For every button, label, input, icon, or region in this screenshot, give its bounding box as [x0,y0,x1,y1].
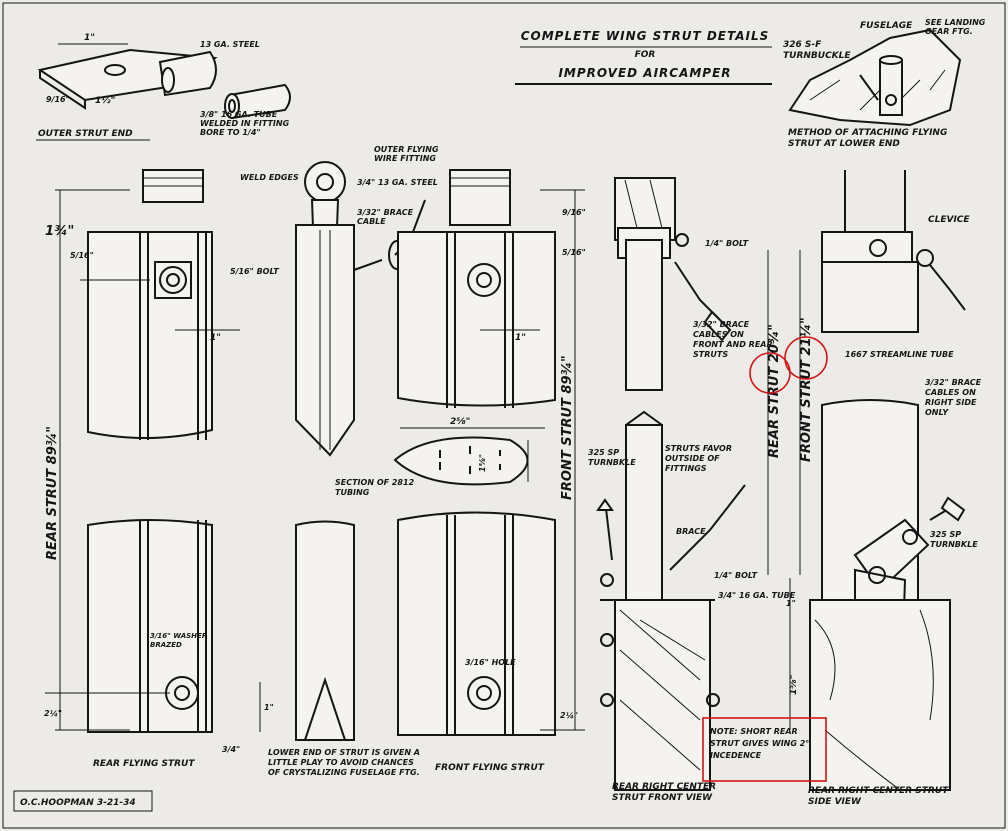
cf-bolt2: 1/4" BOLT [714,571,758,580]
sec-steel: 3/4" 13 GA. STEEL [357,178,438,187]
rs-dim-side: 1" [264,703,274,712]
cf-bolt: 1/4" BOLT [705,239,749,248]
oe-steel: 13 GA. STEEL [200,40,260,49]
rs-dim-5-16: 5/16" [70,251,94,260]
center-side-view: CLEVICE 1667 STREAMLINE TUBE 3/32" BRACE… [786,170,982,807]
outer-strut-end-detail: 1" 9/16" 1½" 13 GA. STEEL 3/8" 16 GA. TU… [36,33,291,141]
title-line2: FOR [635,50,656,60]
sec-weld-edges: WELD EDGES [240,173,299,182]
title-line3: IMPROVED AIRCAMPER [558,66,731,80]
fs-caption: FRONT FLYING STRUT [435,763,545,773]
sec-section-label: SECTION OF 2812 TUBING [335,478,415,497]
fs-dim-1in: 1" [515,333,526,343]
sec-lower-note: LOWER END OF STRUT IS GIVEN A LITTLE PLA… [268,748,420,777]
cf-tube: 3/4" 16 GA. TUBE [718,591,796,600]
cf-turnbuckle: 325 SP TURNBKLE [588,448,636,467]
le-fuselage: FUSELAGE [860,21,913,31]
cf-rear-len: REAR STRUT 20¾" [767,324,782,458]
cs-brace: 3/32" BRACE CABLES ON RIGHT SIDE ONLY [925,378,982,417]
highlight-circle-rear [749,352,791,394]
sec-brace-cable: 3/32" BRACE CABLE [357,208,414,226]
fs-dim-bottom: 2¼" [560,710,578,720]
rs-bolt: 5/16" BOLT [230,267,279,276]
sec-width: 2⅝" [450,417,470,427]
oe-dim-1in: 1" [84,33,95,43]
cf-favor: STRUTS FAVOR OUTSIDE OF FITTINGS [665,444,732,473]
cs-dim-a: 1" [786,599,796,608]
fs-dim-top: 9/16" [562,208,586,217]
cs-turnbuckle: 325 SP TURNBKLE [930,530,978,549]
cs-caption: REAR RIGHT CENTER STRUT SIDE VIEW [808,786,949,807]
rs-length: REAR STRUT 89¾" [45,426,60,560]
cf-front-len: FRONT STRUT 21¼" [799,317,814,462]
title-block: COMPLETE WING STRUT DETAILS FOR IMPROVED… [515,29,772,85]
signature-box: O.C.HOOPMAN 3-21-34 [13,790,153,812]
oe-dim-9-16: 9/16" [46,95,70,104]
oe-caption: OUTER STRUT END [38,129,133,139]
cf-caption: REAR RIGHT CENTER STRUT FRONT VIEW [612,782,717,803]
oe-tube-note: 3/8" 16 GA. TUBE WELDED IN FITTING BORE … [200,110,290,137]
fs-dim-mid: 5/16" [562,248,586,257]
fs-hole: 3/16" HOLE [465,658,516,667]
cs-streamline: 1667 STREAMLINE TUBE [845,350,954,359]
rs-dim-bottom: 2¼" [44,708,62,718]
fs-length: FRONT STRUT 89¾" [560,355,575,500]
note-text: NOTE: SHORT REAR STRUT GIVES WING 2° INC… [710,727,810,760]
oe-dim-1-half: 1½" [95,96,115,106]
cf-brace2: BRACE [676,527,706,536]
cs-dim-b: 1⅝" [789,675,799,695]
note-box: NOTE: SHORT REAR STRUT GIVES WING 2° INC… [702,717,827,782]
rear-strut-drawing: 1¾" 5/16" 5/16" BOLT 1" REAR STRUT 89¾" … [44,169,279,769]
signature-text: O.C.HOOPMAN 3-21-34 [20,798,136,808]
rs-dim-1in: 1" [210,333,221,343]
sec-outer-wire: OUTER FLYING WIRE FITTING [374,145,439,163]
front-strut-drawing: 9/16" 5/16" 1" FRONT STRUT 89¾" 3/16" HO… [397,169,586,773]
lower-end-detail: FUSELAGE SEE LANDING GEAR FTG. 326 S-F T… [783,18,986,149]
highlight-circle-front [784,336,828,380]
rs-dim-top: 1¾" [45,224,74,239]
le-caption: METHOD OF ATTACHING FLYING STRUT AT LOWE… [788,128,948,149]
rs-washer: 3/16" WASHER BRAZED [150,632,208,649]
sec-height: 1⅝" [478,454,487,472]
note-highlight-box [702,717,827,782]
center-front-view: 1/4" BOLT 3/32" BRACE CABLES ON FRONT AN… [588,177,814,803]
cf-brace: 3/32" BRACE CABLES ON FRONT AND REAR STR… [693,320,773,359]
cs-clevice: CLEVICE [928,215,970,225]
rs-caption: REAR FLYING STRUT [93,759,195,769]
strut-section-detail: WELD EDGES OUTER FLYING WIRE FITTING 3/4… [240,145,545,777]
rs-dim-small: 3/4" [222,745,240,754]
title-line1: COMPLETE WING STRUT DETAILS [521,29,770,43]
le-see-landing: SEE LANDING GEAR FTG. [925,18,986,36]
le-turnbuckle: 326 S-F TURNBUCKLE [783,40,851,61]
